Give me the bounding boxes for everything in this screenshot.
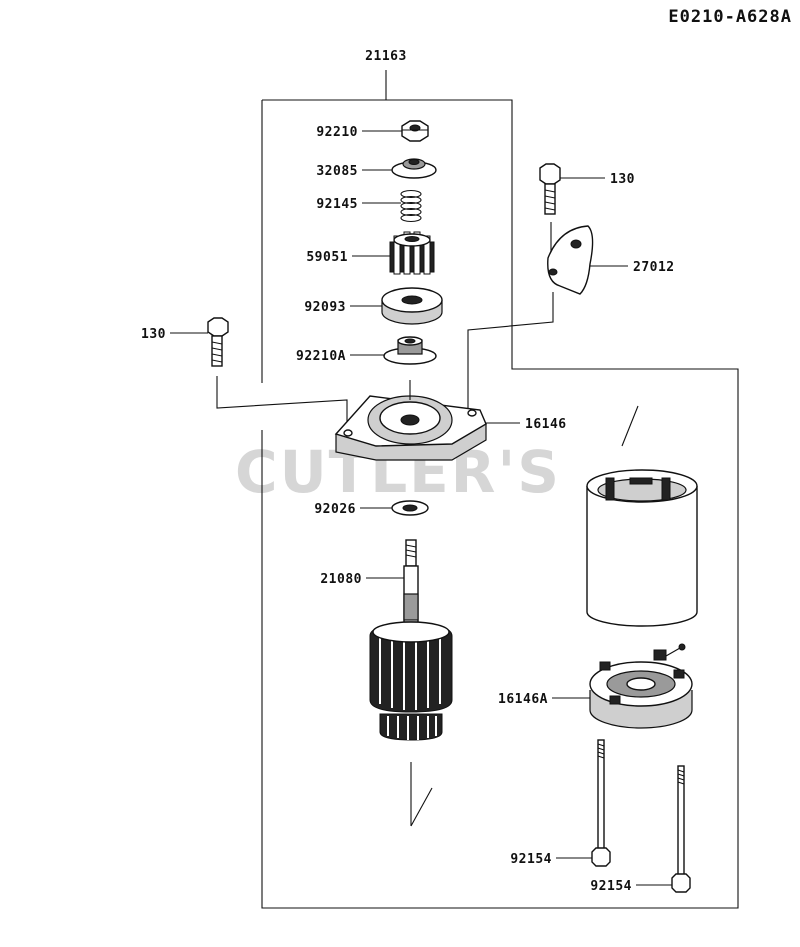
label-92154-1: 92154 bbox=[510, 852, 552, 867]
label-130-left: 130 bbox=[141, 327, 166, 342]
bolt-left-part bbox=[207, 317, 229, 367]
rear-bracket-part bbox=[589, 643, 693, 729]
through-bolt-2-part bbox=[671, 765, 691, 893]
label-16146A: 16146A bbox=[498, 692, 548, 707]
bolt-right-part bbox=[539, 163, 561, 215]
label-92154-2: 92154 bbox=[590, 879, 632, 894]
pinion-part bbox=[389, 231, 435, 275]
yoke-part bbox=[586, 405, 698, 627]
collar-part bbox=[381, 287, 443, 325]
label-21163: 21163 bbox=[365, 49, 407, 64]
label-59051: 59051 bbox=[306, 250, 348, 265]
label-32085: 32085 bbox=[316, 164, 358, 179]
armature-part bbox=[369, 539, 453, 827]
front-bracket-part bbox=[334, 380, 487, 461]
label-92093: 92093 bbox=[304, 300, 346, 315]
label-92210A: 92210A bbox=[296, 349, 346, 364]
label-21080: 21080 bbox=[320, 572, 362, 587]
label-92026: 92026 bbox=[314, 502, 356, 517]
through-bolt-1-part bbox=[591, 739, 611, 867]
label-92210: 92210 bbox=[316, 125, 358, 140]
spring-part bbox=[400, 189, 422, 223]
label-130-right: 130 bbox=[610, 172, 635, 187]
washer-part bbox=[391, 500, 429, 516]
assembly-frame bbox=[261, 70, 739, 909]
nut-a-part bbox=[383, 336, 437, 365]
label-92145: 92145 bbox=[316, 197, 358, 212]
bracket-part bbox=[547, 225, 594, 295]
label-27012: 27012 bbox=[633, 260, 675, 275]
diagram-id: E0210-A628A bbox=[668, 7, 792, 27]
cap-part bbox=[391, 158, 437, 179]
nut-part bbox=[401, 120, 429, 142]
label-16146: 16146 bbox=[525, 417, 567, 432]
